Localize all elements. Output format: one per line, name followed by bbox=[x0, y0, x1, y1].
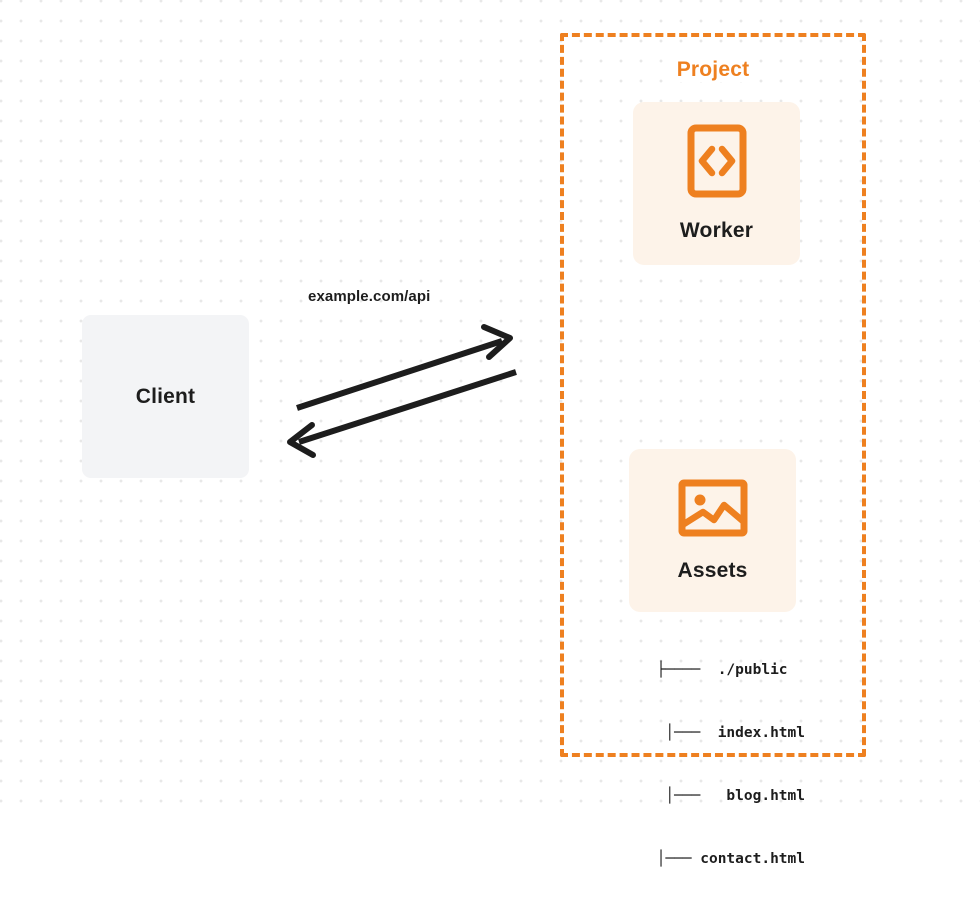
connection-label: example.com/api bbox=[308, 288, 431, 305]
assets-file-tree: ├──── ./public │─── index.html │─── blog… bbox=[560, 618, 805, 912]
assets-node-label: Assets bbox=[677, 559, 748, 582]
project-container: Project bbox=[560, 33, 866, 757]
request-arrow bbox=[296, 324, 513, 411]
worker-node-label: Worker bbox=[679, 219, 754, 242]
file-tree-row: │─── blog.html bbox=[665, 788, 805, 804]
file-tree-row: │─── contact.html bbox=[656, 851, 805, 867]
file-tree-row: ├──── ./public bbox=[656, 662, 805, 678]
project-title: Project bbox=[669, 58, 757, 82]
client-node-label: Client bbox=[135, 384, 196, 408]
assets-node[interactable]: Assets bbox=[629, 449, 796, 612]
image-icon bbox=[678, 478, 748, 543]
file-tree-row: │─── index.html bbox=[665, 725, 805, 741]
client-node[interactable]: Client bbox=[82, 315, 249, 478]
code-brackets-icon bbox=[687, 124, 747, 203]
diagram-canvas: Client example.com/api Project Worker bbox=[0, 0, 980, 867]
response-arrow bbox=[287, 369, 517, 458]
worker-node[interactable]: Worker bbox=[633, 102, 800, 265]
